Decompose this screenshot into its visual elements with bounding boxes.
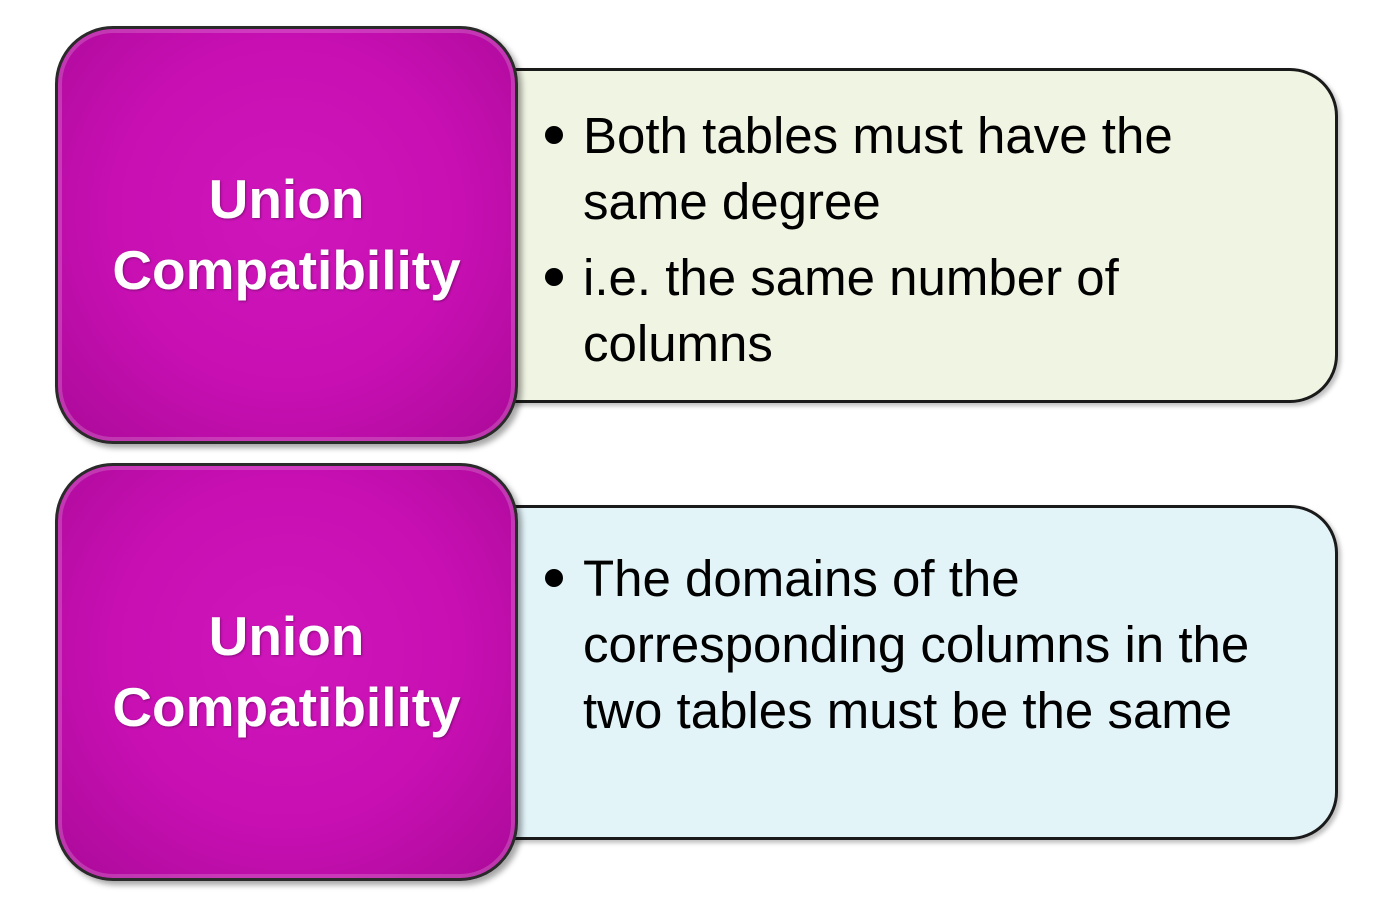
label-line: Compatibility [112,239,461,301]
label-text-1: Union Compatibility [92,164,480,306]
bullet-list-2: The domains of the corresponding columns… [543,546,1295,754]
bullet-icon [545,569,563,587]
bullet-icon [545,126,563,144]
bullet-item: i.e. the same number of columns [543,245,1295,377]
label-line: Union [208,168,365,230]
label-box-2: Union Compatibility [55,463,518,881]
label-line: Union [208,605,365,667]
bullet-item: The domains of the corresponding columns… [543,546,1295,744]
bullet-list-1: Both tables must have the same degree i.… [543,103,1295,387]
detail-box-2: The domains of the corresponding columns… [510,505,1338,840]
bullet-item: Both tables must have the same degree [543,103,1295,235]
bullet-text: Both tables must have the same degree [583,107,1173,230]
label-line: Compatibility [112,676,461,738]
label-text-2: Union Compatibility [92,601,480,743]
diagram-row-1: Both tables must have the same degree i.… [0,0,1389,450]
bullet-icon [545,268,563,286]
bullet-text: The domains of the corresponding columns… [583,550,1250,739]
detail-box-1: Both tables must have the same degree i.… [510,68,1338,403]
diagram-row-2: The domains of the corresponding columns… [0,450,1389,903]
label-box-1: Union Compatibility [55,26,518,444]
bullet-text: i.e. the same number of columns [583,249,1119,372]
